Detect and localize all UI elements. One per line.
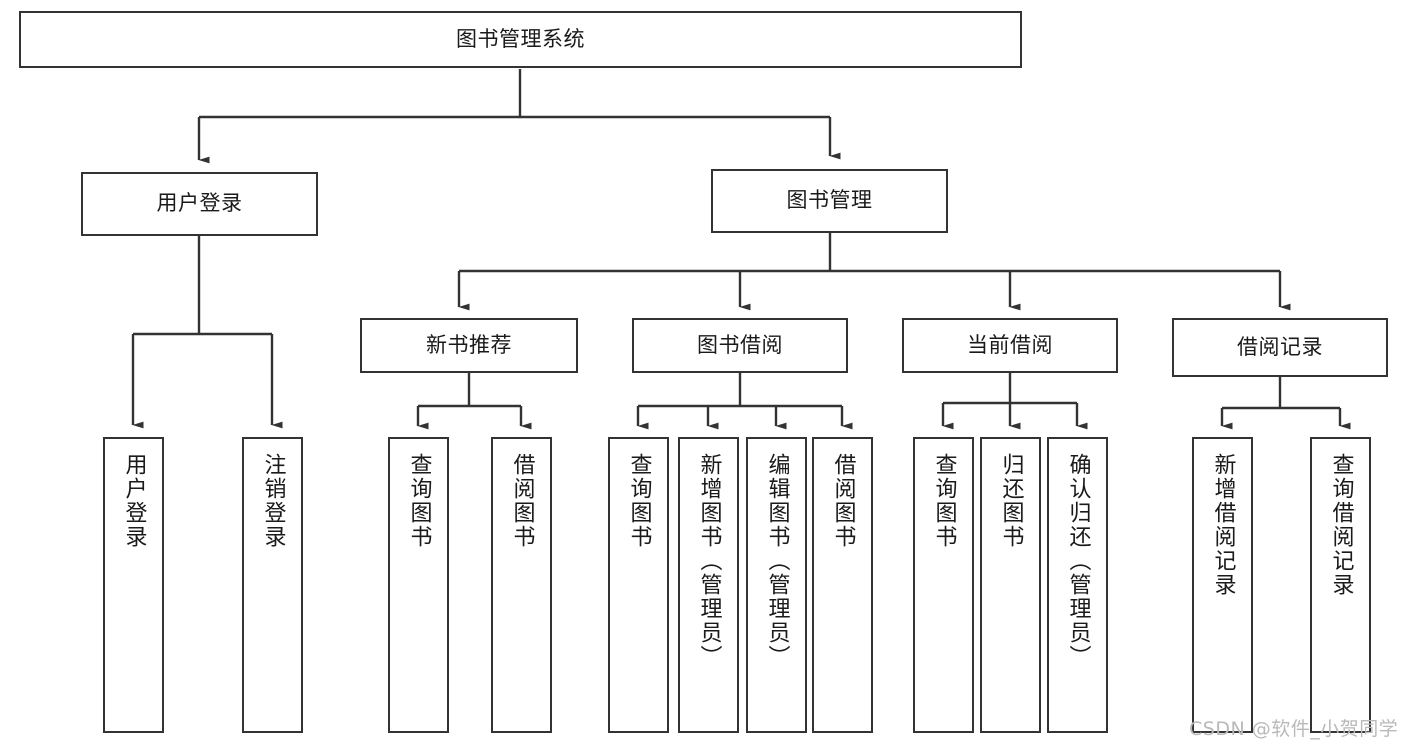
csdn-watermark: CSDN @软件_小贺同学: [1189, 718, 1399, 740]
leaf-borrow-book[interactable]: 借阅图书: [812, 437, 873, 733]
leaf-borrow-book-recommend[interactable]: 借阅图书: [491, 437, 552, 733]
node-label: 归还图书: [998, 453, 1024, 549]
node-book-borrow[interactable]: 图书借阅: [632, 318, 848, 373]
node-label: 确认归还（管理员）: [1065, 453, 1091, 669]
leaf-logout[interactable]: 注销登录: [242, 437, 303, 733]
node-label: 注销登录: [260, 453, 286, 549]
node-label: 查询图书: [406, 453, 432, 549]
node-label: 查询借阅记录: [1328, 453, 1354, 597]
node-root-system[interactable]: 图书管理系统: [19, 11, 1022, 68]
leaf-edit-book-admin[interactable]: 编辑图书（管理员）: [746, 437, 807, 733]
node-label: 新增借阅记录: [1210, 453, 1236, 597]
leaf-query-book-recommend[interactable]: 查询图书: [388, 437, 449, 733]
node-label: 用户登录: [121, 453, 147, 549]
node-label: 借阅记录: [1237, 334, 1323, 359]
node-label: 用户登录: [156, 191, 243, 216]
node-label: 当前借阅: [967, 332, 1053, 357]
node-label: 查询图书: [931, 453, 957, 549]
node-label: 借阅图书: [509, 453, 535, 549]
leaf-add-book-admin[interactable]: 新增图书（管理员）: [678, 437, 739, 733]
node-label: 借阅图书: [830, 453, 856, 549]
node-new-book-recommend[interactable]: 新书推荐: [360, 318, 578, 373]
node-label: 查询图书: [626, 453, 652, 549]
node-label: 新书推荐: [426, 332, 512, 357]
node-label: 图书管理系统: [456, 26, 585, 51]
leaf-add-borrow-record[interactable]: 新增借阅记录: [1192, 437, 1253, 733]
leaf-return-book[interactable]: 归还图书: [980, 437, 1041, 733]
node-label: 图书借阅: [697, 332, 783, 357]
node-label: 图书管理: [786, 188, 873, 213]
leaf-confirm-return-admin[interactable]: 确认归还（管理员）: [1047, 437, 1108, 733]
leaf-user-login[interactable]: 用户登录: [103, 437, 164, 733]
leaf-query-book-borrow[interactable]: 查询图书: [608, 437, 669, 733]
node-current-borrow[interactable]: 当前借阅: [902, 318, 1118, 373]
leaf-query-book-current[interactable]: 查询图书: [913, 437, 974, 733]
node-label: 编辑图书（管理员）: [764, 453, 790, 669]
node-borrow-record[interactable]: 借阅记录: [1172, 318, 1388, 377]
node-book-management[interactable]: 图书管理: [711, 169, 948, 233]
leaf-query-borrow-record[interactable]: 查询借阅记录: [1310, 437, 1371, 733]
node-user-login[interactable]: 用户登录: [81, 172, 318, 236]
node-label: 新增图书（管理员）: [696, 453, 722, 669]
